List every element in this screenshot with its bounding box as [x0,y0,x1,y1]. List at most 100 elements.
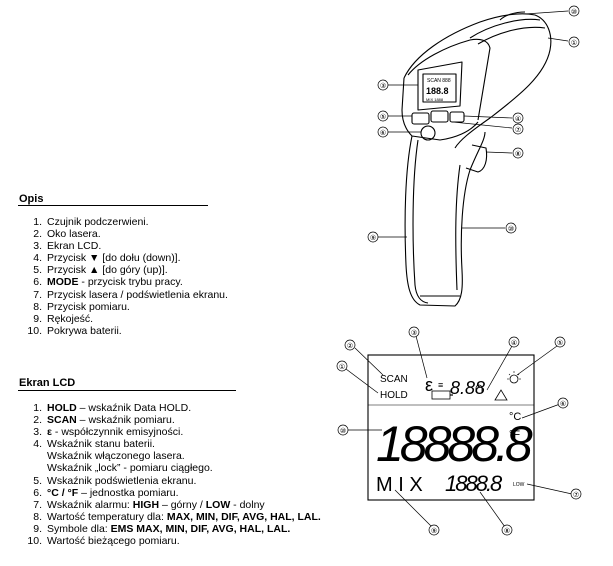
lcd-heading: Ekran LCD [19,377,76,389]
lcd-callout-9: ⑨ [431,528,437,535]
opis-item-number: 2. [33,228,42,241]
opis-item-number: 7. [33,288,42,301]
opis-item: 8. Przycisk pomiaru. [26,301,228,313]
opis-item-text: Przycisk ▲ [do góry (up)]. [47,264,168,277]
opis-item-bold-text: MODE [47,276,79,289]
opis-item-text: Oko lasera. [47,228,101,241]
lcd-eq: ≡ [438,380,443,390]
opis-item-text: Pokrywa baterii. [47,324,122,337]
lcd-item-text: Wskaźnik alarmu: [47,498,133,511]
opis-item: 5. Przycisk ▲ [do góry (up)]. [26,264,228,276]
lcd-item: Wskaźnik „lock” - pomiaru ciągłego. [26,462,321,474]
opis-item-number: 1. [33,216,42,228]
lcd-item: 10. Wartość bieżącego pomiaru. [26,535,321,547]
opis-item: 4.Przycisk ▼ [do dołu (down)]. [26,252,228,264]
opis-item-number: 8. [33,300,42,313]
callout-10-top: ⑩ [571,8,577,16]
lcd-main-digits: 18888.8 [376,416,533,472]
lcd-item-text: Wartość temperatury dla: [47,510,167,523]
lcd-item-bold-text: HIGH [132,498,160,511]
lcd-callout-10: ⑩ [340,427,346,435]
lcd-item-number: 6. [33,486,42,499]
callout-4: ④ [515,115,521,123]
opis-item: 9.Rękojeść. [26,313,228,325]
lcd-item-number: 10. [27,535,42,548]
lcd-item: 5.Wskaźnik podświetlenia ekranu. [26,475,321,487]
lcd-item-bold-text: HOLD [47,402,77,414]
lcd-callout-1: ① [339,363,345,371]
lcd-item-text: Wskaźnik „lock” - pomiaru ciągłego. [47,462,213,475]
lcd-unit-c: °C [509,411,521,423]
opis-item: 7. Przycisk lasera / podświetlenia ekranu… [26,289,228,301]
lcd-item-bold-text: SCAN [47,414,77,427]
opis-item: 10.Pokrywa baterii. [26,325,228,337]
opis-item-number: 5. [33,264,42,277]
callout-3: ③ [380,82,386,90]
opis-item-text: Ekran LCD. [47,240,102,253]
lcd-item-text: Wskaźnik włączonego lasera. [47,450,185,463]
lcd-list: 1.HOLD – wskaźnik Data HOLD.2.SCAN – wsk… [26,402,321,547]
opis-item-text: - przycisk trybu pracy. [78,276,183,289]
lcd-item-number: 9. [33,522,42,535]
lock-icon [475,384,483,392]
lcd-low: LOW [513,482,525,488]
lcd-item-text: Wartość bieżącego pomiaru. [47,535,180,548]
lcd-emis-digits: 8.88 [450,378,485,398]
callout-9: ⑨ [370,235,376,242]
lcd-item-number: 5. [33,474,42,487]
lcd-callout-7: ⑦ [573,491,579,499]
laser-icon [494,389,508,401]
lcd-item-bold-text: EMS MAX, MIN, DIF, AVG, HAL, LAL. [110,522,291,535]
battery-icon [431,390,451,400]
callout-5: ⑤ [380,113,386,121]
opis-item-number: 4. [33,252,42,265]
opis-item-text: Przycisk pomiaru. [47,300,130,313]
lcd-item-number: 4. [33,438,42,451]
opis-item: 2. Oko lasera. [26,228,228,240]
opis-item: 6.MODE - przycisk trybu pracy. [26,276,228,288]
thermometer-drawing: SCAN 888 188.8 MIX 1888 ⑩ ① ③ ⑤ ⑥ ④ ⑦ ⑧ … [367,5,580,307]
lcd-item-bold-text: LOW [205,498,231,511]
lcd-callout-2: ② [347,343,353,350]
lcd-item-bold-text: MAX, MIN, DIF, AVG, HAL, LAL. [166,510,321,523]
svg-text:MIX 1888: MIX 1888 [426,97,444,102]
lcd-epsilon: ε [425,375,433,395]
opis-item: 1.Czujnik podczerwieni. [26,216,228,228]
lcd-item-number: 8. [33,510,42,523]
lcd-mix-label: M I X [376,474,423,496]
opis-item-text: Przycisk lasera / podświetlenia ekranu. [47,288,228,301]
callout-6: ⑥ [380,129,386,137]
lcd-callout-5: ⑤ [557,339,563,347]
lcd-item-text: - dolny [230,498,265,511]
opis-list: 1.Czujnik podczerwieni.2. Oko lasera.3.Ek… [26,216,228,337]
lcd-item: 9. Symbole dla: EMS MAX, MIN, DIF, AVG, H… [26,523,321,535]
lcd-item-bold-text: ε [47,426,52,439]
lcd-item-number: 7. [33,498,42,511]
lcd-item: 6.°C / °F – jednostka pomiaru. [26,487,321,499]
opis-heading: Opis [19,193,44,205]
opis-item-number: 9. [33,312,42,325]
lcd-item-number: 3. [33,426,42,439]
lcd-callout-8: ⑧ [504,527,510,535]
lcd-item-text: Symbole dla: [47,522,111,535]
lcd-small-digits: 1888.8 [445,471,503,496]
lcd-item: 2.SCAN – wskaźnik pomiaru. [26,414,321,426]
mode-button [420,125,436,141]
opis-item: 3.Ekran LCD. [26,240,228,252]
lcd-item-number: 2. [33,414,42,427]
lcd-unit-f: °F [509,429,520,441]
backlight-icon [509,374,519,384]
lcd-item-text: – górny / [159,498,206,511]
lcd-item-text: – jednostka pomiaru. [78,486,179,499]
lcd-window-frame [417,61,463,111]
svg-text:188.8: 188.8 [426,86,449,96]
lcd-item-text: – wskaźnik Data HOLD. [76,402,192,414]
button-down [411,112,430,125]
lcd-rule [18,390,236,391]
lcd-item: 8. Wartość temperatury dla: MAX, MIN, DIF… [26,511,321,523]
lcd-scan: SCAN [380,374,408,385]
lcd-item-text: - współczynnik emisyjności. [51,426,184,439]
svg-text:SCAN 888: SCAN 888 [427,78,451,84]
lcd-callout-4: ④ [511,339,517,347]
callout-8: ⑧ [515,150,521,158]
